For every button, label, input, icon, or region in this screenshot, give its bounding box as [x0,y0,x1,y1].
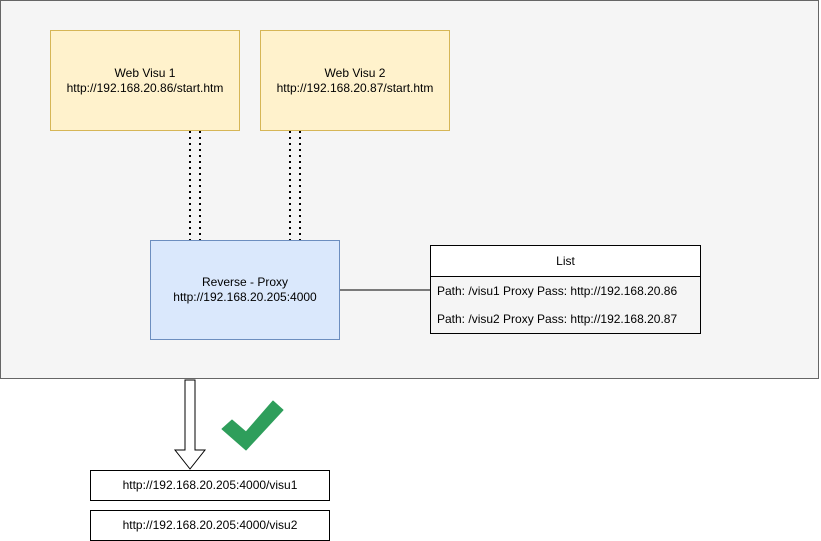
web-visu-2-url: http://192.168.20.87/start.htm [276,80,434,95]
web-visu-1-url: http://192.168.20.86/start.htm [66,80,224,95]
checkmark-icon [221,400,284,451]
web-visu-2-title: Web Visu 2 [324,65,386,80]
reverse-proxy-title: Reverse - Proxy [201,275,289,289]
reverse-proxy-url: http://192.168.20.205:4000 [173,290,317,304]
down-arrow [173,379,207,470]
web-visu-2-node: Web Visu 2 http://192.168.20.87/start.ht… [260,30,450,131]
web-visu-1-node: Web Visu 1 http://192.168.20.86/start.ht… [50,30,240,131]
list-header: List [431,246,700,277]
reverse-proxy-node: Reverse - Proxy http://192.168.20.205:40… [150,240,340,340]
result-url-visu1: http://192.168.20.205:4000/visu1 [90,470,330,501]
proxy-list: List Path: /visu1 Proxy Pass: http://192… [430,245,701,334]
result-url-visu2: http://192.168.20.205:4000/visu2 [90,510,330,541]
list-item: Path: /visu2 Proxy Pass: http://192.168.… [437,312,678,326]
result-url-visu1-text: http://192.168.20.205:4000/visu1 [122,478,298,492]
web-visu-1-title: Web Visu 1 [114,65,176,80]
result-url-visu2-text: http://192.168.20.205:4000/visu2 [122,518,298,532]
list-item: Path: /visu1 Proxy Pass: http://192.168.… [437,284,678,298]
